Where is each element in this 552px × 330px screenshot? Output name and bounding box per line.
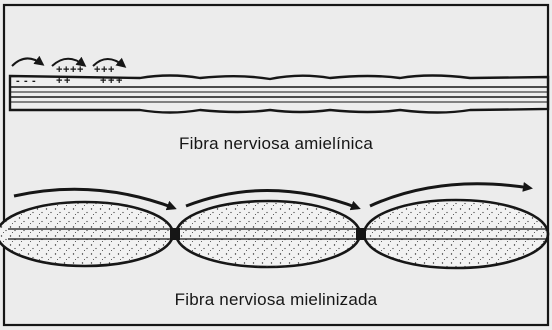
positive-charge-sign: + [108,75,114,87]
myelin-sheath-segment [0,202,173,266]
myelin-sheath-segment [176,201,360,267]
positive-charge-sign: + [70,64,76,76]
positive-charge-sign: + [116,75,122,87]
unmyelinated-fiber: + + + + + + + - - - + + + + + [10,58,548,112]
myelinated-fiber [0,184,548,268]
positive-charge-sign: + [56,75,62,87]
positive-charge-sign: + [77,64,83,76]
negative-charge-sign: - [32,75,36,87]
unmyelinated-fiber-caption: Fibra nerviosa amielínica [0,134,552,154]
node-of-ranvier [356,228,366,240]
local-current-arrow [12,58,42,66]
figure-frame [4,5,548,325]
negative-charge-sign: - [24,75,28,87]
unmyelinated-membrane [10,76,548,113]
myelinated-fiber-caption: Fibra nerviosa mielinizada [0,290,552,310]
negative-charge-sign: - [16,75,20,87]
node-of-ranvier [170,228,180,240]
positive-charge-sign: + [100,75,106,87]
myelin-sheath-segment [364,200,548,268]
positive-charge-sign: + [64,75,70,87]
